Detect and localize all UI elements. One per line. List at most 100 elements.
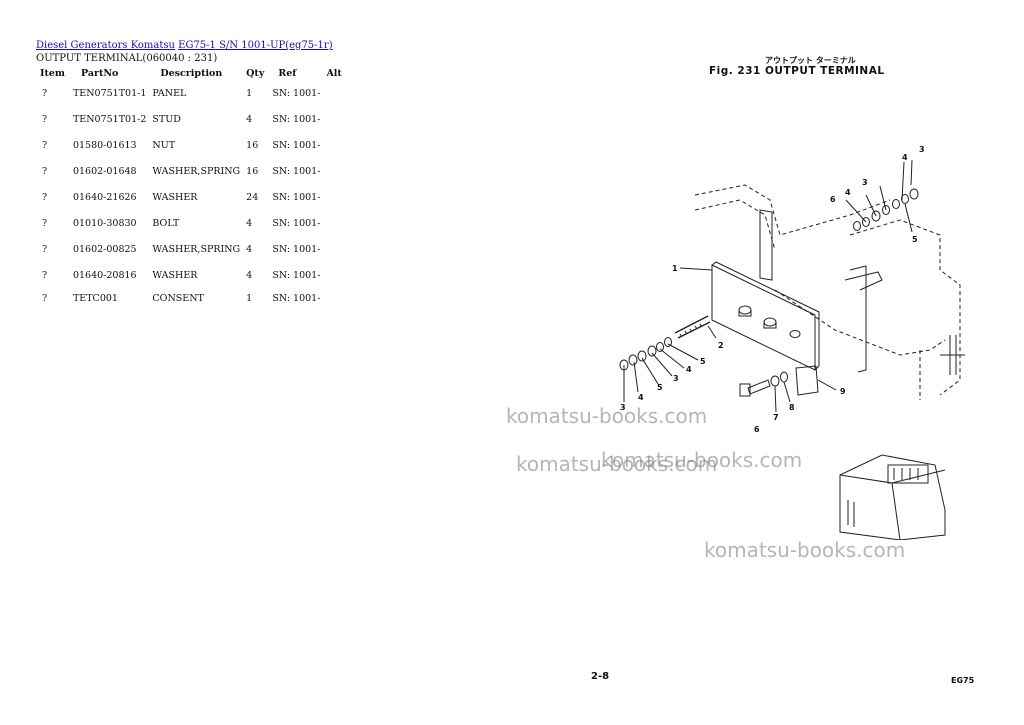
leader [817, 379, 837, 391]
callout-3: 3 [862, 178, 868, 187]
cell-item: ? [42, 191, 48, 203]
washer [853, 221, 861, 231]
page-number: 2-8 [591, 671, 610, 682]
figure-japanese-title: アウトプット ターミナル [765, 56, 856, 65]
frame-bar [940, 335, 965, 375]
cell-qty: 1 [246, 87, 253, 99]
table-row: ? TEN0751T01-2 STUD 4 SN: 1001- [36, 106, 346, 132]
terminal-stud-1-body [738, 310, 752, 317]
watermark: komatsu-books.com [704, 538, 906, 562]
leader [783, 381, 791, 403]
table-row: ? 01602-01648 WASHER,SPRING 16 SN: 1001- [36, 158, 346, 184]
washer-spring [892, 199, 900, 209]
cell-desc: WASHER,SPRING [152, 165, 241, 177]
col-partno: PartNo [80, 67, 119, 79]
leader [901, 161, 905, 201]
frame-outline-2 [694, 199, 776, 251]
table-header-row: Item PartNo Description Qty Ref Alt [36, 66, 346, 80]
leader [679, 267, 713, 271]
callout-7: 7 [773, 413, 779, 422]
callout-4: 4 [638, 393, 644, 402]
cell-ref: SN: 1001- [272, 165, 321, 177]
col-item: Item [40, 67, 65, 79]
washer [882, 205, 890, 215]
generator-terminal-detail [893, 468, 919, 480]
generator-housing-top [839, 469, 946, 484]
nut [647, 345, 657, 357]
callout-4: 4 [845, 188, 851, 197]
cell-qty: 16 [246, 165, 259, 177]
terminal-panel-edge [711, 261, 820, 371]
cell-alt [322, 158, 345, 184]
breadcrumb-link-generators[interactable]: Diesel Generators Komatsu [36, 40, 175, 51]
generator-housing-edge [891, 482, 901, 540]
watermark: komatsu-books.com [506, 404, 708, 428]
cell-qty: 4 [246, 217, 253, 229]
table-row: ? 01640-20816 WASHER 4 SN: 1001- [36, 262, 346, 288]
washer [656, 342, 664, 352]
watermark: komatsu-books.com [516, 452, 718, 476]
cell-desc: CONSENT [152, 292, 204, 304]
breadcrumb-link-model[interactable]: EG75-1 S/N 1001-UP(eg75-1r) [178, 40, 333, 51]
mount-plate [795, 365, 819, 396]
generator-housing [839, 454, 946, 540]
cell-desc: PANEL [152, 87, 187, 99]
stud [674, 315, 711, 339]
table-row: ? 01640-21626 WASHER 24 SN: 1001- [36, 184, 346, 210]
cell-item: ? [42, 292, 48, 304]
cell-item: ? [42, 139, 48, 151]
cell-partno: 01580-01613 [72, 139, 137, 151]
terminal-stud-3 [789, 330, 801, 338]
cell-partno: TETC001 [72, 292, 118, 304]
cell-partno: TEN0751T01-2 [72, 113, 147, 125]
frame-outline-3 [849, 219, 961, 396]
bolt [747, 379, 771, 395]
cell-qty: 4 [246, 269, 253, 281]
callout-4: 4 [686, 365, 692, 374]
bracket-3 [844, 271, 883, 291]
nut [871, 210, 881, 222]
callout-9: 9 [840, 387, 846, 396]
nut [909, 188, 919, 200]
section-subtitle: OUTPUT TERMINAL(060040 : 231) [36, 53, 218, 64]
model-code: EG75 [951, 676, 975, 685]
callout-1: 1 [672, 264, 678, 273]
table-row: ? TEN0751T01-1 PANEL 1 SN: 1001- [36, 80, 346, 106]
cell-qty: 16 [246, 139, 259, 151]
cell-desc: NUT [152, 139, 176, 151]
cell-item: ? [42, 87, 48, 99]
breadcrumb: Diesel Generators Komatsu EG75-1 S/N 100… [36, 40, 333, 51]
terminal-stud-2 [763, 317, 777, 327]
cell-item: ? [42, 269, 48, 281]
leader [879, 185, 887, 211]
cell-alt [322, 80, 345, 106]
col-qty: Qty [246, 67, 265, 79]
cell-ref: SN: 1001- [272, 217, 321, 229]
parts-table: Item PartNo Description Qty Ref Alt ? TE… [36, 66, 346, 308]
cell-qty: 1 [246, 292, 253, 304]
callout-6: 6 [830, 195, 836, 204]
cell-partno: TEN0751T01-1 [72, 87, 147, 99]
terminal-stud-1 [738, 305, 752, 315]
terminal-stud-2-body [763, 322, 777, 329]
cell-partno: 01602-01648 [72, 165, 137, 177]
cell-ref: SN: 1001- [272, 243, 321, 255]
leader [845, 199, 867, 223]
frame-outline [694, 184, 891, 236]
leader [904, 203, 913, 233]
callout-5: 5 [912, 235, 918, 244]
watermark: komatsu-books.com [601, 448, 803, 472]
cell-ref: SN: 1001- [272, 292, 321, 304]
cell-item: ? [42, 165, 48, 177]
cell-alt [322, 236, 345, 262]
cell-item: ? [42, 243, 48, 255]
washer-spring [637, 350, 647, 362]
washer-spring [862, 217, 870, 227]
cell-ref: SN: 1001- [272, 269, 321, 281]
cell-qty: 4 [246, 113, 253, 125]
bolt-head [739, 383, 751, 397]
leader [667, 343, 699, 361]
cell-item: ? [42, 217, 48, 229]
table-row: ? 01602-00825 WASHER,SPRING 4 SN: 1001- [36, 236, 346, 262]
table-row: ? 01010-30830 BOLT 4 SN: 1001- [36, 210, 346, 236]
